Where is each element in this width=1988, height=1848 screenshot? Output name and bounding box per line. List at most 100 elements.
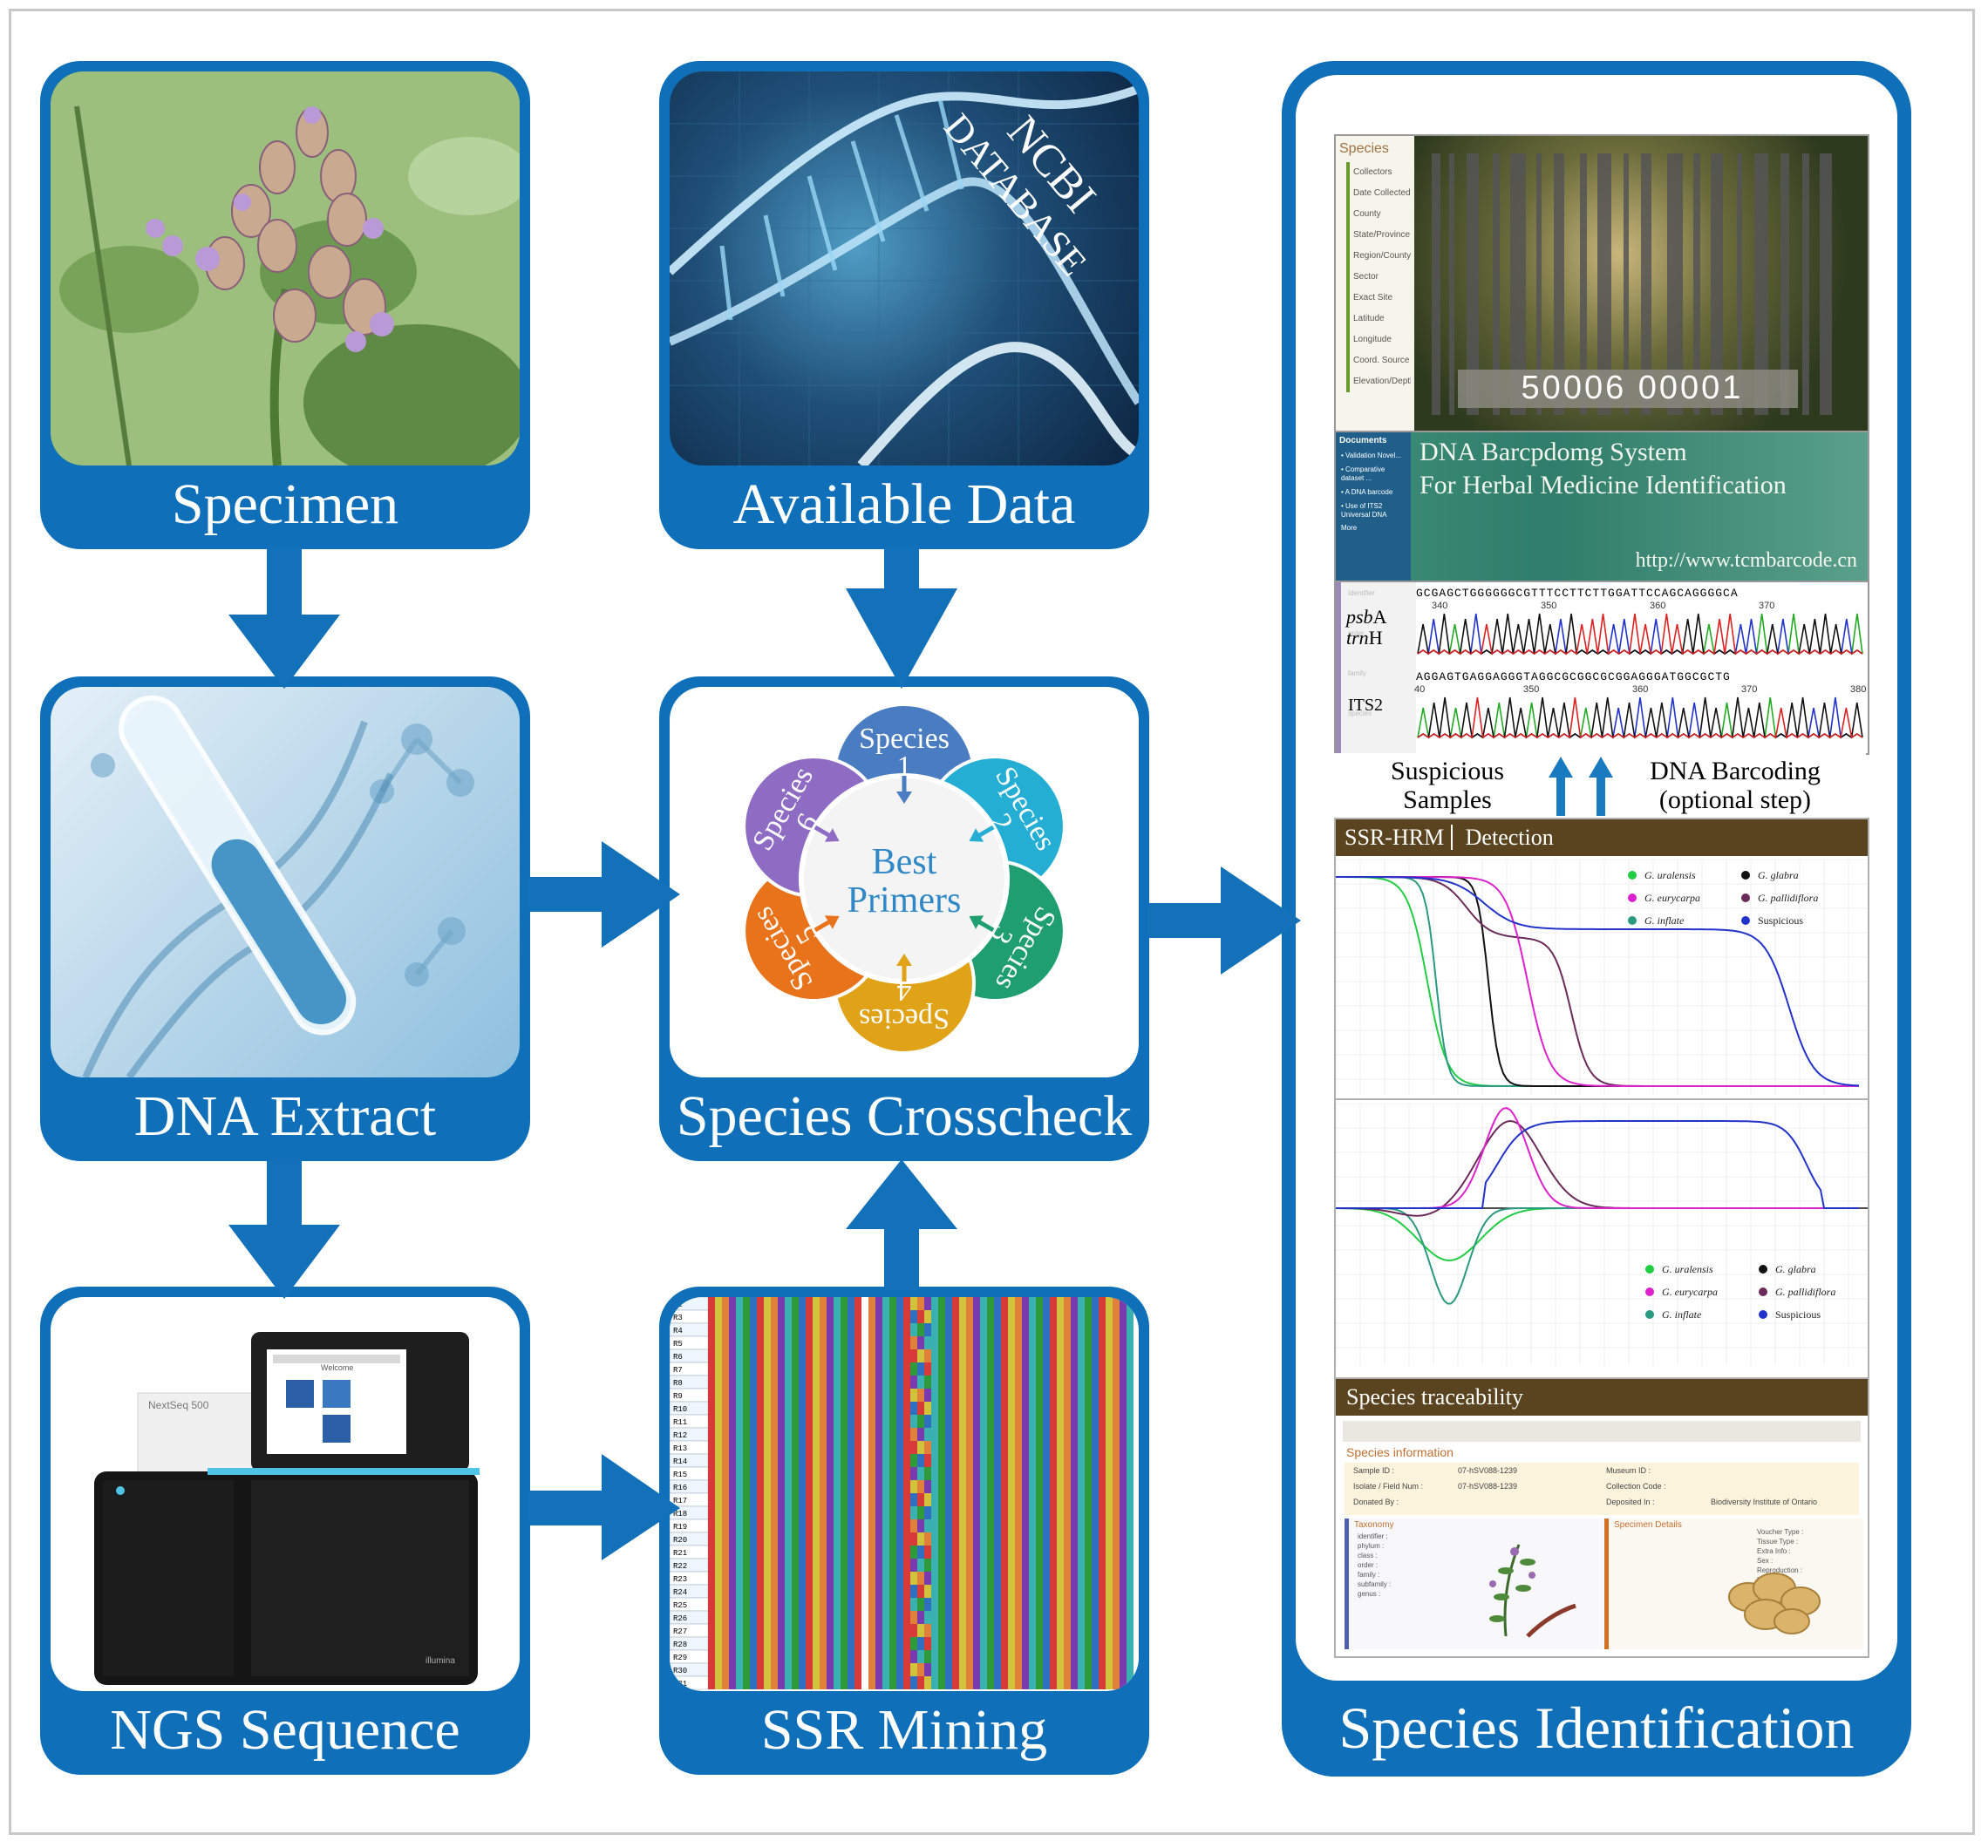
ssr-cell xyxy=(882,1598,889,1611)
barcode-sidebar-item[interactable]: Coord. Source xyxy=(1353,356,1410,365)
ssr-cell xyxy=(945,1546,952,1559)
barcode-sidebar-item[interactable]: Longitude xyxy=(1353,335,1392,344)
ssr-cell xyxy=(722,1454,729,1467)
ssr-cell xyxy=(771,1519,778,1532)
ssr-cell xyxy=(764,1546,771,1559)
ssr-cell xyxy=(799,1493,806,1506)
ssr-cell xyxy=(931,1376,938,1389)
barcode-sidebar-item[interactable]: State/Province xyxy=(1353,230,1411,240)
ssr-cell xyxy=(827,1624,834,1637)
ssr-cell xyxy=(1071,1336,1078,1349)
ssr-cell xyxy=(771,1611,778,1624)
barcode-sidebar-item[interactable]: Sector xyxy=(1353,272,1379,282)
ssr-cell xyxy=(827,1402,834,1415)
ssr-cell xyxy=(1092,1428,1099,1441)
ssr-cell xyxy=(868,1676,875,1689)
ssr-cell xyxy=(1057,1362,1064,1376)
ssr-cell xyxy=(1057,1506,1064,1519)
ssr-cell xyxy=(1085,1611,1092,1624)
barcode-sidebar-item[interactable]: Collectors xyxy=(1353,167,1392,177)
ssr-cell xyxy=(813,1506,820,1519)
ssr-cell xyxy=(848,1389,854,1402)
ssr-cell xyxy=(715,1323,722,1336)
ssr-cell xyxy=(757,1532,764,1546)
ssr-cell xyxy=(820,1559,827,1572)
ssr-cell xyxy=(1001,1611,1008,1624)
ssr-cell xyxy=(1071,1310,1078,1323)
ssr-cell xyxy=(792,1323,799,1336)
ssr-cell xyxy=(820,1362,827,1376)
ssr-cell xyxy=(736,1493,743,1506)
barcode-sidebar-item[interactable]: Exact Site xyxy=(1353,293,1393,302)
ssr-cell xyxy=(1050,1663,1057,1676)
ssr-cell xyxy=(1085,1336,1092,1349)
ssr-row-label: R4 xyxy=(673,1327,683,1335)
ssr-cell xyxy=(903,1559,910,1572)
barcode-number: 50006 00001 xyxy=(1521,370,1744,406)
documents-item[interactable]: • A DNA barcode xyxy=(1341,488,1393,496)
ssr-cell xyxy=(778,1389,785,1402)
legend-label: G. pallidiflora xyxy=(1758,892,1818,904)
ssr-cell xyxy=(903,1532,910,1546)
ssr-cell xyxy=(729,1415,736,1428)
ssr-cell xyxy=(778,1467,785,1480)
ssr-cell xyxy=(799,1323,806,1336)
ssr-cell xyxy=(973,1415,980,1428)
ssr-cell xyxy=(980,1376,987,1389)
ssr-cell xyxy=(861,1349,868,1362)
ssr-cell xyxy=(1029,1637,1036,1650)
barcode-sidebar-item[interactable]: Date Collected xyxy=(1353,188,1411,198)
ssr-cell xyxy=(987,1663,994,1676)
ssr-cell xyxy=(778,1402,785,1415)
ssr-cell xyxy=(889,1676,896,1689)
ssr-cell xyxy=(1022,1402,1029,1415)
ssr-cell xyxy=(841,1376,848,1389)
ssr-cell xyxy=(931,1624,938,1637)
ssr-cell xyxy=(1071,1454,1078,1467)
ssr-cell xyxy=(945,1376,952,1389)
ssr-cell xyxy=(854,1519,861,1532)
barcode-sidebar-item[interactable]: Region/County xyxy=(1353,251,1411,261)
ssr-cell xyxy=(757,1297,764,1310)
ssr-cell xyxy=(715,1454,722,1467)
ssr-cell xyxy=(987,1467,994,1480)
documents-item[interactable]: • Comparative dataset ... xyxy=(1341,465,1385,482)
ssr-cell xyxy=(889,1650,896,1663)
ssr-cell xyxy=(743,1336,750,1349)
documents-more[interactable]: More xyxy=(1341,524,1358,532)
ssr-row-label: R8 xyxy=(673,1379,683,1388)
ssr-cell xyxy=(708,1611,715,1624)
barcode-sidebar-item[interactable]: County xyxy=(1353,209,1381,219)
ssr-cell xyxy=(931,1506,938,1519)
ssr-cell xyxy=(722,1362,729,1376)
ssr-cell xyxy=(861,1376,868,1389)
ssr-cell xyxy=(1022,1454,1029,1467)
ssr-cell xyxy=(743,1585,750,1598)
ssr-cell xyxy=(875,1480,882,1493)
documents-item[interactable]: • Validation Novel... xyxy=(1341,452,1401,459)
ssr-cell xyxy=(722,1506,729,1519)
ssr-cell xyxy=(715,1441,722,1454)
ssr-cell xyxy=(1008,1493,1015,1506)
ssr-cell xyxy=(722,1376,729,1389)
ssr-cell xyxy=(1015,1297,1022,1310)
ssr-cell xyxy=(722,1663,729,1676)
ssr-cell xyxy=(820,1415,827,1428)
barcode-sidebar-item[interactable]: Latitude xyxy=(1353,314,1385,323)
ssr-cell xyxy=(722,1467,729,1480)
ssr-cell xyxy=(994,1650,1001,1663)
ssr-cell xyxy=(875,1323,882,1336)
ssr-cell xyxy=(778,1415,785,1428)
ssr-cell xyxy=(952,1323,959,1336)
ssr-cell xyxy=(1106,1663,1113,1676)
system-url[interactable]: http://www.tcmbarcode.cn xyxy=(1635,549,1857,572)
documents-item[interactable]: • Use of ITS2 Universal DNA xyxy=(1341,502,1387,519)
ssr-cell xyxy=(903,1493,910,1506)
ssr-cell xyxy=(980,1441,987,1454)
ssr-cell xyxy=(959,1532,966,1546)
ssr-cell xyxy=(1120,1402,1127,1415)
ssr-cell xyxy=(722,1624,729,1637)
barcode-sidebar-item[interactable]: Elevation/Depth xyxy=(1353,377,1411,386)
ssr-cell xyxy=(1120,1637,1127,1650)
